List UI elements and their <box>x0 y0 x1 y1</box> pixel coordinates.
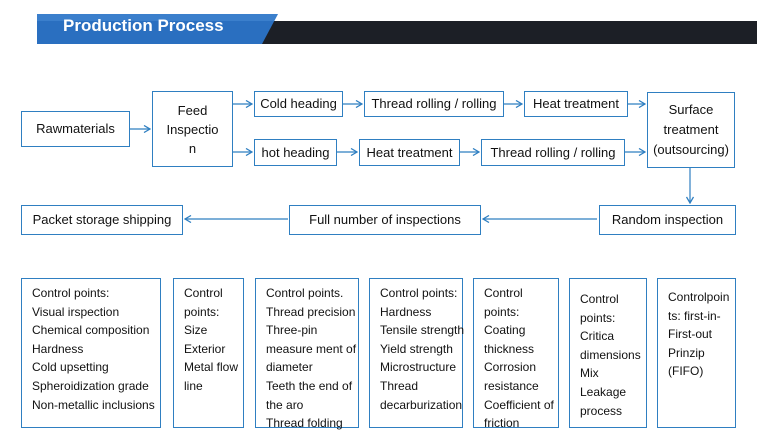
step-surface-treatment: Surface treatment (outsourcing) <box>647 92 735 168</box>
control-points-heading: Control points: Size Exterior Metal flow… <box>173 278 244 428</box>
step-raw-materials: Rawmaterials <box>21 111 130 147</box>
cp-line: Control <box>184 286 223 300</box>
page-title: Production Process <box>63 16 224 35</box>
cp-line: Microstructure <box>380 360 457 375</box>
step-thread-rolling-2: Thread rolling / rolling <box>481 139 625 166</box>
step-packet-storage-shipping: Packet storage shipping <box>21 205 183 235</box>
title-banner <box>37 14 757 44</box>
cp-line: Hardness <box>32 341 84 356</box>
cp-line: Non-metallic inclusions <box>32 397 155 412</box>
cp-line: Prinzip <box>668 345 705 360</box>
cp-line: points: <box>184 304 220 319</box>
cp-line: Corrosion <box>484 360 537 375</box>
cp-line: resistance <box>484 378 539 393</box>
step-hot-heading: hot heading <box>254 139 337 166</box>
step-full-inspections: Full number of inspections <box>289 205 481 235</box>
cp-line: Coefficient of <box>484 397 554 412</box>
step-heat-treatment-1: Heat treatment <box>524 91 628 117</box>
step-heat-treatment-2: Heat treatment <box>359 139 460 166</box>
cp-line: Thread precision <box>266 304 356 319</box>
step-thread-rolling-1: Thread rolling / rolling <box>364 91 504 117</box>
cp-line: process <box>580 403 623 418</box>
cp-line: Size <box>184 323 208 338</box>
step-random-inspection: Random inspection <box>599 205 736 235</box>
cp-line: Chemical composition <box>32 323 150 338</box>
cp-line: thickness <box>484 341 535 356</box>
cp-line: Control points: <box>32 286 110 300</box>
cp-line: First-out <box>668 327 713 342</box>
control-points-surface: Control points: Coating thickness Corros… <box>473 278 559 430</box>
cp-line: Coating <box>484 323 526 338</box>
cp-line: ts: first-in- <box>668 308 721 323</box>
cp-line: decarburization <box>380 397 463 412</box>
cp-line: Control points: <box>380 286 458 300</box>
cp-line: Control <box>484 286 523 300</box>
cp-line: Mix <box>580 366 599 381</box>
cp-line: Cold upsetting <box>32 360 109 375</box>
cp-line: Control points. <box>266 286 344 300</box>
control-points-heat: Control points: Hardness Tensile strengt… <box>369 278 465 428</box>
step-cold-heading: Cold heading <box>254 91 343 117</box>
control-points-thread: Control points. Thread precision Three-p… <box>255 278 359 430</box>
cp-line: the aro <box>266 397 304 412</box>
cp-line: Controlpoin <box>668 290 730 304</box>
cp-line: Hardness <box>380 304 432 319</box>
cp-line: Thread <box>380 378 419 393</box>
cp-line: Metal flow <box>184 360 239 375</box>
control-points-inspection: Control points: Critica dimensions Mix L… <box>569 278 647 428</box>
cp-line: Tensile strength <box>380 323 465 338</box>
step-feed-inspection: Feed Inspectio n <box>152 91 233 167</box>
cp-line: points: <box>580 310 616 325</box>
cp-line: Control <box>580 292 619 306</box>
cp-line: (FIFO) <box>668 364 704 379</box>
cp-line: Yield strength <box>380 341 453 356</box>
cp-line: line <box>184 378 203 393</box>
cp-line: dimensions <box>580 347 641 362</box>
cp-line: points: <box>484 304 520 319</box>
cp-line: Teeth the end of <box>266 378 353 393</box>
cp-line: friction <box>484 416 520 431</box>
cp-line: Thread folding <box>266 416 343 431</box>
cp-line: Visual irspection <box>32 304 120 319</box>
cp-line: Three-pin <box>266 323 318 338</box>
cp-line: diameter <box>266 360 313 375</box>
cp-line: Exterior <box>184 341 226 356</box>
cp-line: Spheroidization grade <box>32 378 149 393</box>
cp-line: Critica <box>580 329 615 344</box>
control-points-storage: Controlpoin ts: first-in- First-out Prin… <box>657 278 736 428</box>
cp-line: measure ment of <box>266 341 357 356</box>
control-points-raw: Control points: Visual irspection Chemic… <box>21 278 161 428</box>
cp-line: Leakage <box>580 384 627 399</box>
